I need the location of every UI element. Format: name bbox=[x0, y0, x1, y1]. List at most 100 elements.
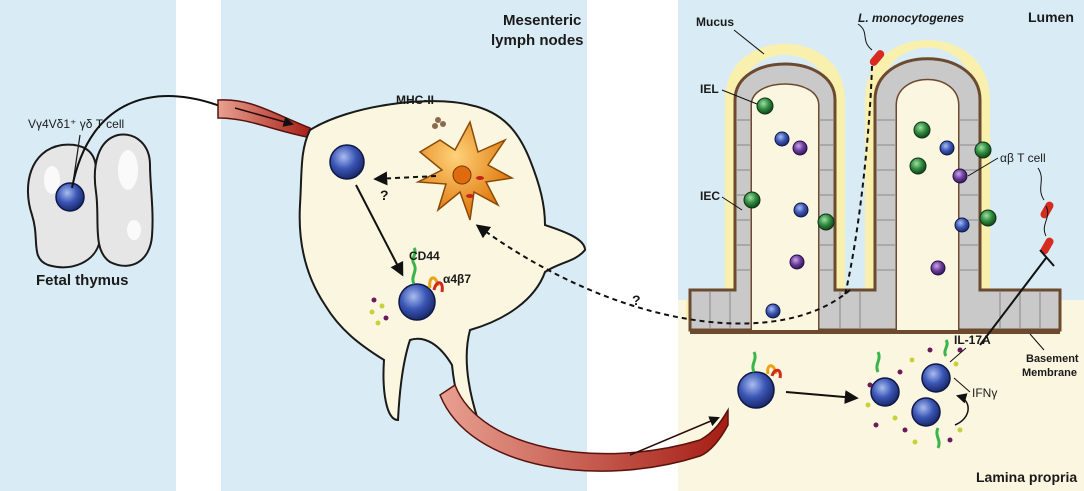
cytokine-dot bbox=[383, 315, 389, 321]
thymus-texture bbox=[118, 150, 138, 190]
bacterium-body bbox=[1040, 237, 1054, 255]
cytokine-dot bbox=[375, 320, 381, 326]
ifng-pointer bbox=[953, 377, 971, 393]
iel-cell bbox=[913, 121, 931, 139]
gamma-delta-t-cell-villus bbox=[793, 202, 809, 218]
inhibition-line bbox=[979, 257, 1047, 346]
antigen-particle bbox=[440, 121, 446, 127]
il17a-label: IL-17A bbox=[954, 333, 991, 347]
epithelial-cell-divisions bbox=[709, 119, 1041, 328]
priming-question-mark: ? bbox=[380, 187, 389, 203]
lamina-propria-label: Lamina propria bbox=[976, 469, 1077, 485]
iel-cell bbox=[743, 191, 761, 209]
iec-pointer bbox=[721, 196, 743, 211]
mhc-vesicle bbox=[476, 176, 484, 180]
cytokine-squiggle bbox=[875, 351, 881, 373]
effector-t-cell bbox=[921, 363, 951, 393]
cytokine-dot bbox=[873, 422, 879, 428]
cytokine-dot bbox=[369, 309, 375, 315]
bacterium-body bbox=[869, 50, 885, 66]
lumen-label: Lumen bbox=[1028, 9, 1074, 25]
basement-membrane-label-1: Basement bbox=[1026, 353, 1079, 365]
cytokine-dot bbox=[953, 361, 959, 367]
lymph-node-body bbox=[298, 100, 587, 422]
dendritic-cell-nucleus bbox=[452, 165, 472, 185]
thymus-texture bbox=[44, 166, 60, 194]
bacterium-flagellum bbox=[1037, 167, 1045, 201]
ab-tcell-label: αβ T cell bbox=[1000, 151, 1046, 165]
iel-cell bbox=[909, 157, 927, 175]
gamma-delta-t-cell-villus bbox=[774, 131, 790, 147]
cytokine-dot bbox=[927, 347, 933, 353]
iel-cell bbox=[979, 209, 997, 227]
integrin-label: α4β7 bbox=[443, 272, 471, 286]
bacterium-flagellum bbox=[1043, 205, 1049, 237]
il17a-pointer bbox=[949, 347, 967, 363]
cytokine-dot bbox=[957, 427, 963, 433]
efferent-arrow bbox=[629, 416, 720, 456]
cytokine-dot bbox=[912, 439, 918, 445]
purple-cell bbox=[789, 254, 805, 270]
mhc-ii-label: MHC-II bbox=[396, 93, 434, 107]
antigen-particle bbox=[432, 123, 438, 129]
iel-pointer bbox=[721, 89, 758, 105]
cd44-label: CD44 bbox=[409, 249, 440, 263]
integrin-receptor bbox=[770, 368, 782, 379]
mucus-pointer bbox=[733, 29, 765, 55]
iec-label: IEC bbox=[700, 189, 720, 203]
dendritic-cell bbox=[415, 117, 515, 221]
cd44-receptor bbox=[411, 247, 417, 285]
bacterium-flagellum bbox=[857, 23, 873, 51]
cytokine-dot bbox=[867, 382, 873, 388]
mhc-vesicle bbox=[466, 194, 474, 198]
purple-cell bbox=[952, 168, 968, 184]
cytokine-dot bbox=[379, 303, 385, 309]
cytokine-dot bbox=[892, 415, 898, 421]
iel-cell bbox=[974, 141, 992, 159]
activation-arrow bbox=[355, 184, 404, 277]
basement-membrane-label-2: Membrane bbox=[1022, 367, 1077, 379]
thymus-texture bbox=[127, 220, 141, 240]
cytokine-dot bbox=[897, 369, 903, 375]
iel-cell bbox=[756, 97, 774, 115]
cytokine-dot bbox=[902, 427, 908, 433]
proliferation-arrow bbox=[954, 393, 969, 426]
cd44-receptor bbox=[751, 351, 757, 373]
villus-core bbox=[752, 84, 818, 330]
basement-pointer bbox=[1029, 333, 1045, 351]
effector-arrow bbox=[785, 390, 859, 405]
cytokine-dot bbox=[957, 347, 963, 353]
cytokine-dot bbox=[909, 357, 915, 363]
ifng-label: IFNγ bbox=[972, 386, 997, 400]
cytokine-dot bbox=[865, 402, 871, 408]
cytokine-dot bbox=[947, 437, 953, 443]
gamma-delta-t-cell-villus bbox=[954, 217, 970, 233]
fetal-thymus: Vγ4Vδ1⁺ γδ T cell Fetal thymus bbox=[27, 117, 154, 289]
thymus-emigration-path bbox=[71, 95, 231, 189]
thymus-title: Fetal thymus bbox=[36, 272, 129, 289]
bacteria-label: L. monocytogenes bbox=[858, 11, 964, 25]
purple-cell bbox=[930, 260, 946, 276]
afferent-arrow bbox=[234, 107, 295, 127]
gamma-delta-t-cell-villus bbox=[765, 303, 781, 319]
mucus-label: Mucus bbox=[696, 15, 734, 29]
cytokine-squiggle bbox=[935, 427, 941, 449]
recirculation-question-mark: ? bbox=[632, 292, 641, 308]
thymus-gamma-delta-t-cell bbox=[55, 182, 85, 212]
villus-core bbox=[897, 80, 958, 330]
purple-cell bbox=[792, 140, 808, 156]
iel-label: IEL bbox=[700, 82, 719, 96]
mln-title-line-1: Mesenteric bbox=[503, 12, 581, 29]
integrin-receptor bbox=[432, 281, 444, 293]
dc-priming-dashed-arrow bbox=[373, 171, 437, 186]
mln-title-line-2: lymph nodes bbox=[491, 32, 584, 49]
effector-t-cell bbox=[870, 377, 900, 407]
mucus-layer bbox=[686, 40, 1060, 320]
ab-tcell-pointer bbox=[967, 157, 999, 177]
intestinal-villi bbox=[686, 23, 1062, 346]
inhibition-bar bbox=[1039, 249, 1055, 267]
activated-t-cell-body bbox=[398, 283, 436, 321]
lamina-propria-cells bbox=[737, 339, 969, 449]
antigen-particle bbox=[435, 117, 441, 123]
